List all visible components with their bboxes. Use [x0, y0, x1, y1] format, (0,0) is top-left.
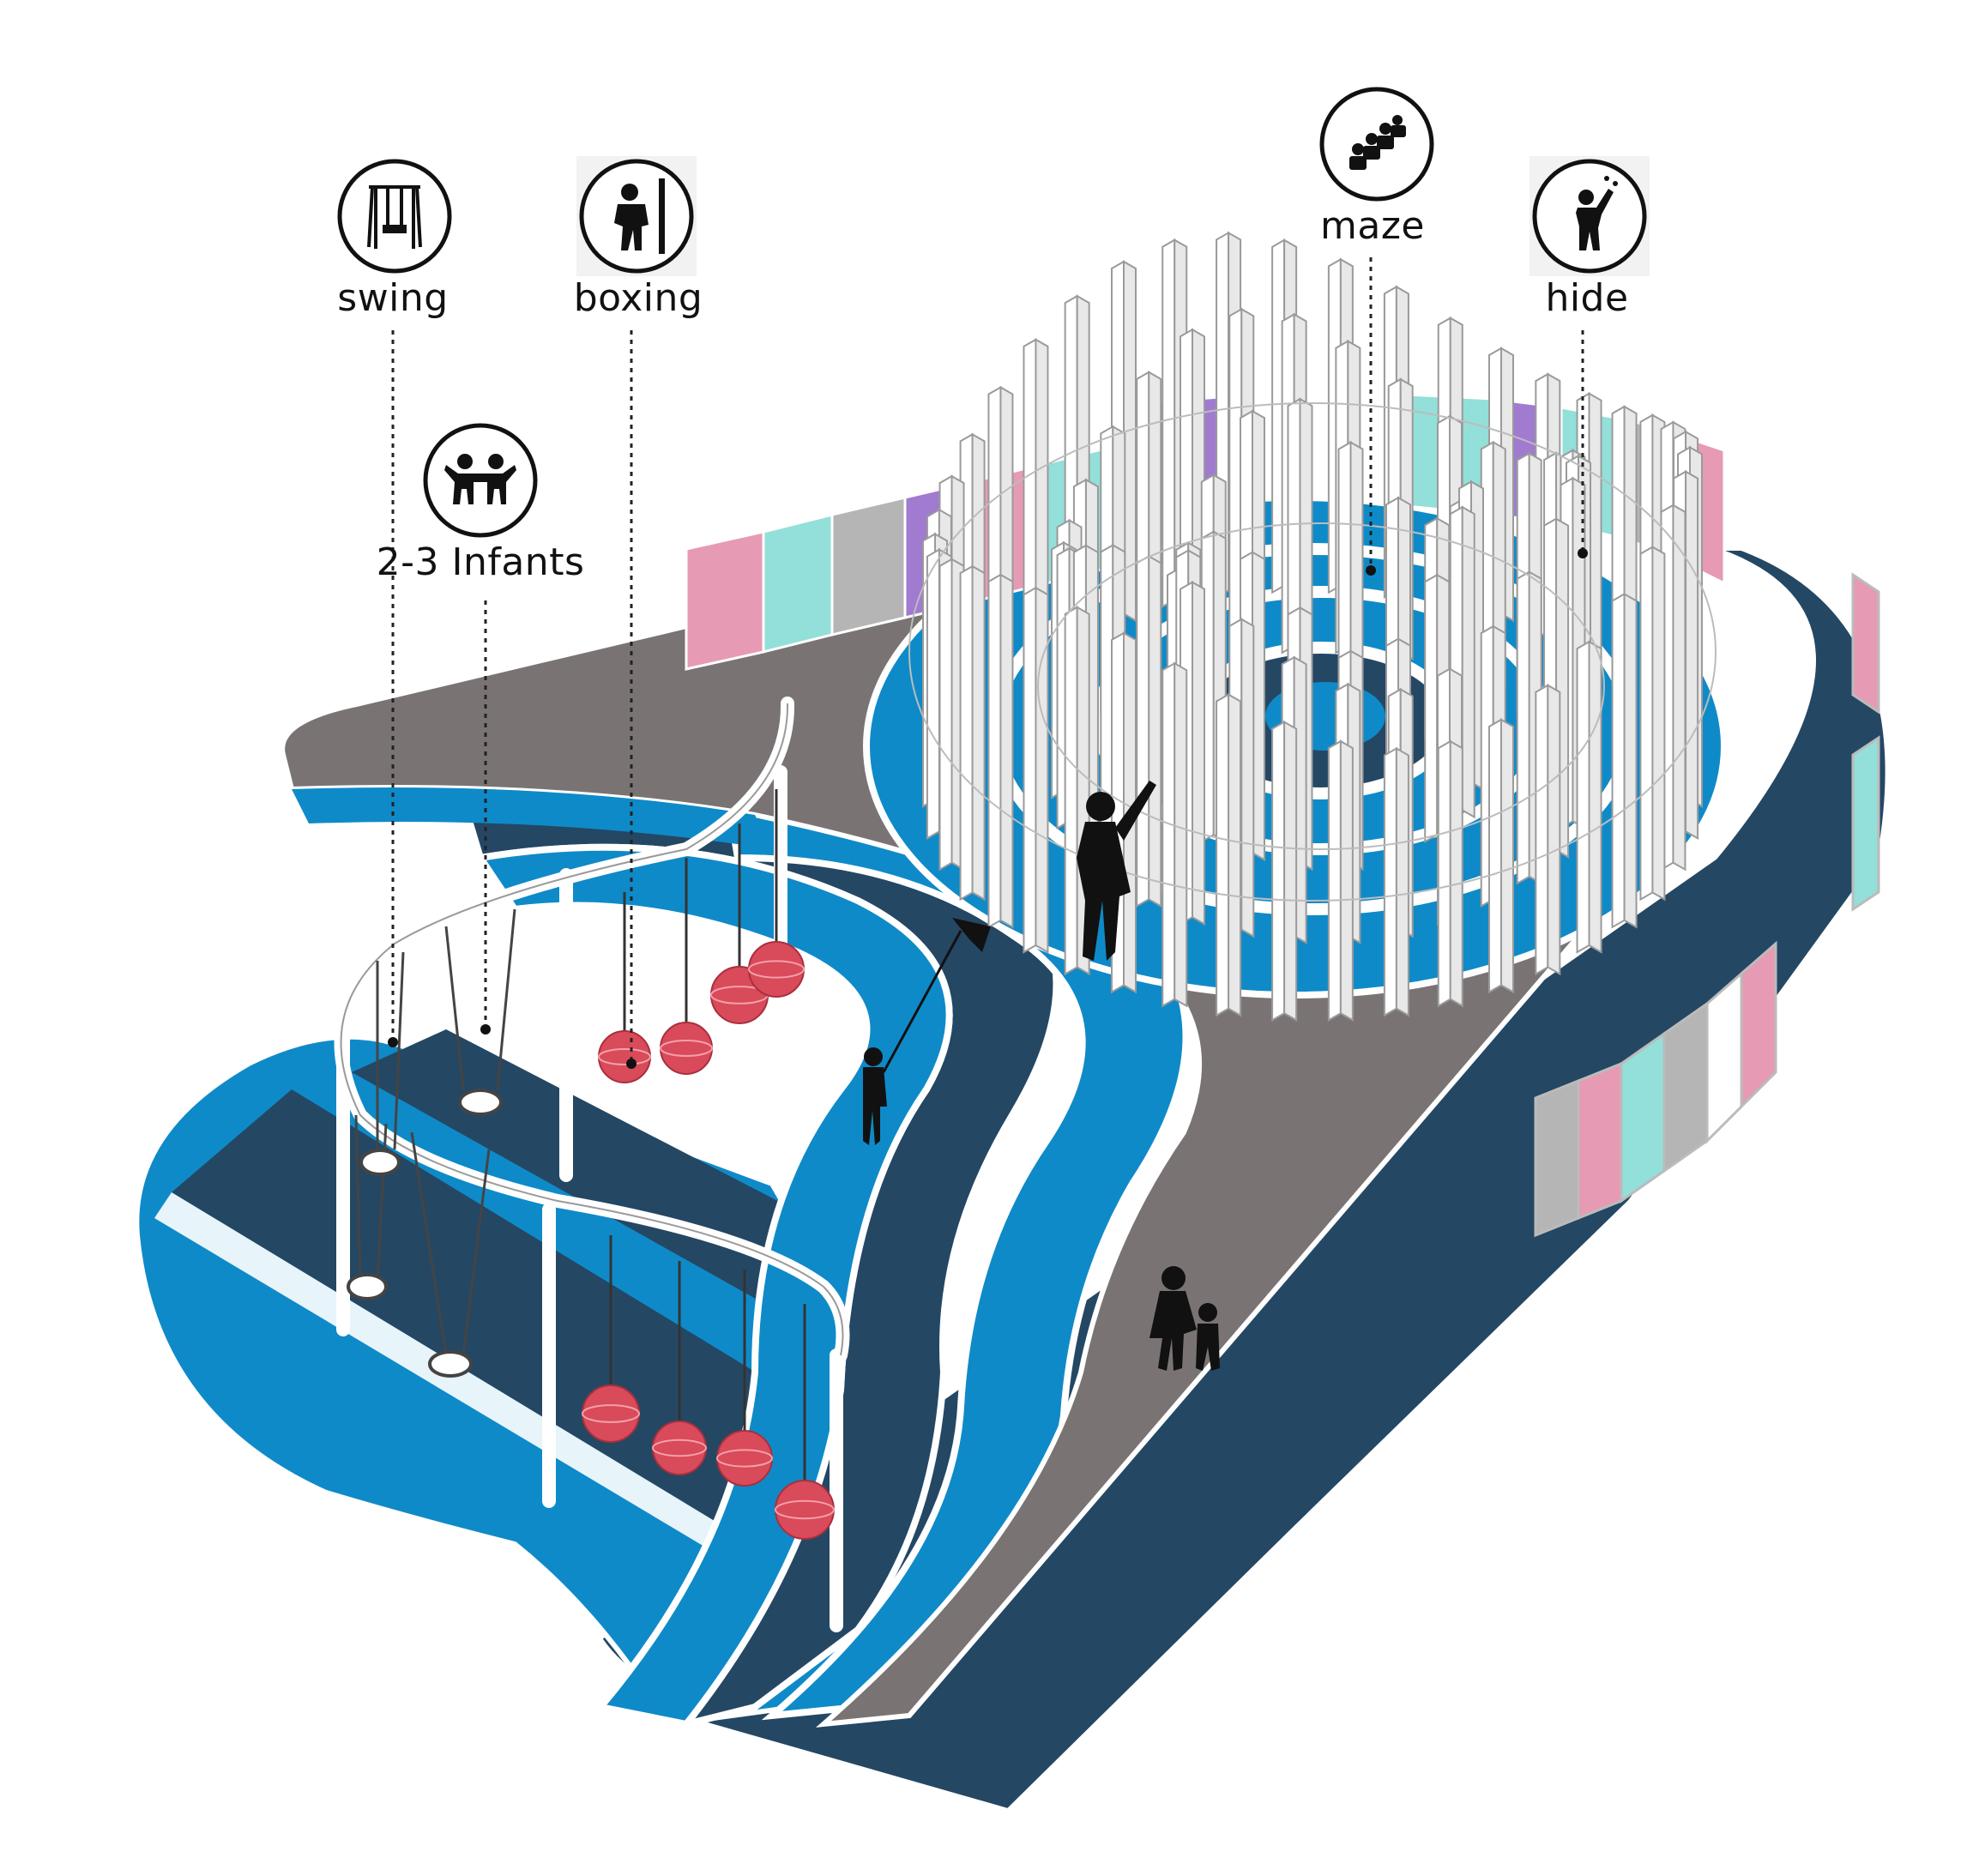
boxing-ball-band	[748, 960, 805, 979]
maze-post	[1161, 238, 1176, 609]
maze-post	[1023, 586, 1037, 954]
boxing-ball	[660, 1022, 713, 1075]
boxing-balls	[582, 789, 835, 1540]
boxing-ball-band	[598, 1048, 651, 1065]
maze-post-side	[1623, 592, 1638, 929]
maze-posts	[922, 231, 1703, 1022]
silhouette-child-kite	[863, 918, 991, 1145]
maze-post-side	[1228, 692, 1242, 1017]
boxing-ball	[716, 1430, 773, 1487]
maze-top-ring-inner	[1037, 522, 1605, 850]
silhouette-adult-pointing	[1077, 781, 1156, 961]
maze-post	[1488, 718, 1502, 994]
maze-post	[1161, 661, 1176, 1008]
maze-post-side	[1500, 718, 1514, 994]
swing-frame-outline	[340, 703, 844, 1356]
swing-stripe-3	[154, 1192, 824, 1613]
boxing-ball-band	[775, 1499, 835, 1520]
maze-post	[1576, 640, 1590, 954]
label-maze: maze	[1320, 204, 1425, 248]
maze-post	[1639, 545, 1654, 902]
leader-dots	[388, 548, 1588, 1069]
maze-post-side	[1339, 739, 1354, 1022]
maze-post	[1136, 554, 1150, 908]
swing-baskets	[347, 1089, 503, 1378]
maze-post	[1271, 720, 1286, 1022]
hiding-child-icon	[1530, 156, 1650, 276]
maze-post-side	[1283, 720, 1298, 1022]
boxing-child-icon	[576, 156, 697, 276]
boxing-ball	[748, 941, 805, 998]
swing-basket	[458, 1089, 503, 1116]
label-hide: hide	[1545, 276, 1629, 320]
maze-post-side	[1240, 618, 1255, 938]
maze-post-side	[1395, 746, 1409, 1017]
maze-post	[1611, 592, 1626, 929]
maze-post	[926, 547, 940, 840]
maze-post-side	[1588, 640, 1602, 954]
s-path-blue-band	[474, 843, 953, 1728]
boxing-ball-band	[652, 1439, 707, 1457]
swing-basket	[428, 1350, 473, 1378]
boxing-ball	[598, 1030, 651, 1083]
swing-basket	[347, 1273, 388, 1300]
maze-post	[1064, 606, 1078, 976]
silhouette-parent-child	[1149, 1266, 1220, 1371]
maze-top-ring	[908, 402, 1717, 902]
boxing-ball	[652, 1421, 707, 1475]
maze-post-side	[1192, 581, 1205, 926]
maze-post	[987, 573, 1002, 929]
right-wall-panels	[1534, 572, 1880, 1238]
walkway-blue-stripe	[292, 787, 772, 849]
swing-set-icon	[337, 159, 452, 274]
maze-post	[1216, 692, 1230, 1017]
boxing-ball	[775, 1480, 835, 1540]
maze-post	[1327, 739, 1342, 1022]
maze-post-side	[1449, 739, 1463, 1008]
swing-basket	[359, 1149, 401, 1176]
label-infants: 2-3 Infants	[376, 540, 585, 584]
maze-post-side	[1547, 684, 1561, 976]
crowd-maze-icon	[1319, 87, 1434, 202]
maze-post-side	[1035, 586, 1049, 954]
maze-post-side	[1672, 504, 1686, 872]
boxing-ball-band	[660, 1040, 713, 1057]
maze-post-side	[1461, 505, 1475, 819]
maze-post-side	[1174, 661, 1188, 1008]
maze-post	[1424, 573, 1439, 843]
boxing-ball	[582, 1384, 640, 1443]
maze-post-side	[999, 573, 1014, 929]
maze-post-side	[971, 564, 986, 902]
maze-post	[1437, 739, 1451, 1008]
boxing-ball-band	[582, 1404, 640, 1423]
maze-post	[959, 564, 974, 902]
swings	[354, 908, 516, 1356]
maze-post	[938, 558, 953, 872]
two-children-icon	[423, 423, 538, 538]
maze-post-side	[1651, 545, 1666, 902]
maze-post	[1535, 684, 1549, 976]
label-swing: swing	[337, 276, 449, 320]
boxing-ball-band	[716, 1449, 773, 1468]
maze-post	[1516, 570, 1530, 885]
label-boxing: boxing	[573, 276, 703, 320]
maze-post	[1383, 746, 1397, 1017]
maze-post-side	[1685, 469, 1699, 840]
maze-post-side	[1148, 554, 1162, 908]
